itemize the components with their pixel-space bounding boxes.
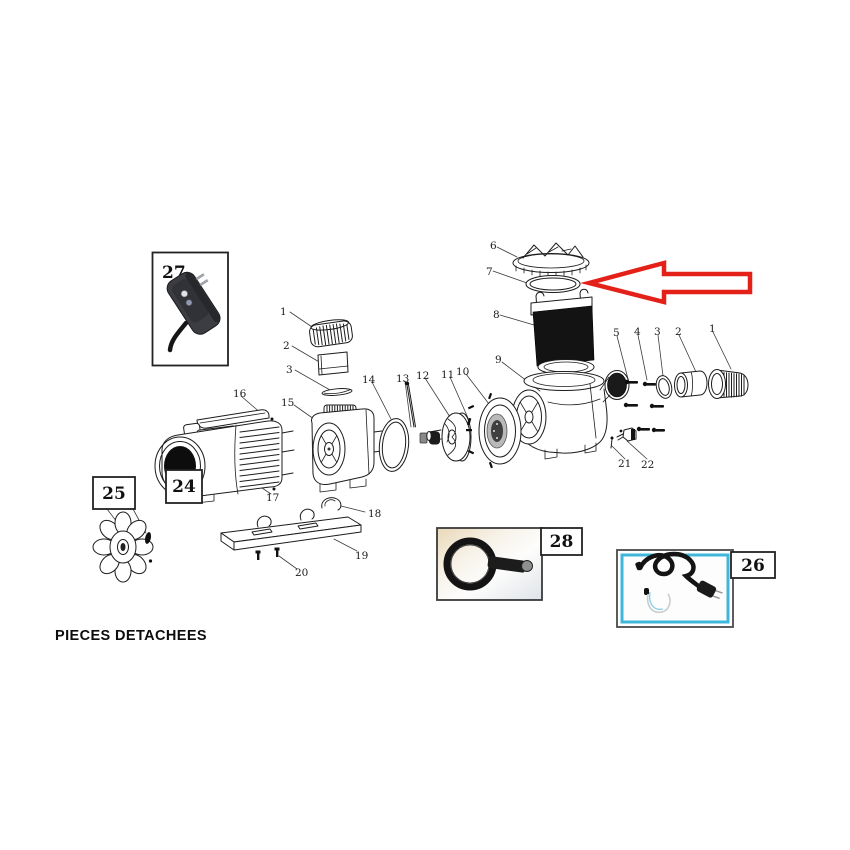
page-title: PIECES DETACHEES bbox=[55, 629, 275, 640]
impeller-drawing bbox=[426, 412, 472, 462]
flat-gasket-drawing bbox=[321, 388, 353, 396]
part-label-pin: 11 bbox=[441, 369, 454, 381]
gasket-photo bbox=[443, 537, 533, 591]
callout-label-28: 28 bbox=[550, 532, 574, 552]
callout-box-26: 26 bbox=[616, 549, 776, 628]
rear-housing-drawing bbox=[311, 404, 383, 493]
part-label-sleeve: 2 bbox=[675, 326, 682, 338]
fan-drawing bbox=[92, 511, 154, 583]
callout-box-28: 28 bbox=[436, 527, 583, 601]
callout-label-26: 26 bbox=[741, 556, 765, 576]
screw-pair-top bbox=[624, 379, 656, 387]
callout-label-25: 25 bbox=[102, 484, 126, 504]
part-label-motor-cover: 16 bbox=[233, 388, 247, 400]
callout-label-24: 24 bbox=[172, 477, 196, 497]
power-cord-photo bbox=[635, 551, 723, 614]
part-label-motor: 17 bbox=[266, 492, 279, 504]
part-label-drain-screw: 21 bbox=[618, 458, 631, 470]
large-oring-drawing bbox=[378, 418, 410, 472]
part-label-lid: 6 bbox=[490, 240, 497, 252]
part-label-small-oring: 3 bbox=[654, 326, 661, 338]
callout-box-25: 25 bbox=[92, 476, 136, 510]
part-label-square: 2 bbox=[283, 340, 290, 352]
base-plate-drawing bbox=[220, 497, 362, 560]
part-label-body: 9 bbox=[495, 354, 502, 366]
red-pointer-arrow bbox=[580, 260, 753, 305]
part-label-drain-plug: 22 bbox=[641, 459, 654, 471]
part-label-screw5: 5 bbox=[613, 327, 620, 339]
part-label-shaft-bolt: 13 bbox=[396, 373, 409, 385]
part-label-basket: 8 bbox=[493, 309, 500, 321]
leader-lines bbox=[106, 246, 732, 570]
strainer-basket-drawing bbox=[530, 288, 595, 375]
part-label-clamp: 18 bbox=[368, 508, 381, 520]
union-nut-drawing bbox=[708, 369, 749, 399]
part-label-base: 19 bbox=[355, 550, 368, 562]
callout-box-27: 27 bbox=[151, 251, 229, 367]
timer-plug-photo bbox=[166, 271, 221, 353]
part-label-cap: 1 bbox=[280, 306, 287, 318]
small-oring-drawing bbox=[655, 375, 673, 399]
part-label-lid-oring: 7 bbox=[486, 266, 493, 278]
part-label-screw4: 4 bbox=[634, 326, 641, 338]
part-label-large-oring: 14 bbox=[362, 374, 376, 386]
seal-plate-drawing bbox=[466, 392, 522, 469]
lid-drawing bbox=[512, 242, 590, 278]
part-number-labels: 1 2 3 15 14 13 12 11 10 6 7 8 9 5 4 3 2 … bbox=[233, 240, 716, 579]
cap-parts-drawing bbox=[309, 319, 353, 396]
drain-plug-drawing bbox=[610, 427, 637, 449]
part-label-gasket: 3 bbox=[286, 364, 293, 376]
part-label-base-screws: 20 bbox=[295, 567, 308, 579]
union-fittings-drawing bbox=[610, 369, 749, 449]
page-title-text: PIECES DETACHEES bbox=[55, 629, 207, 640]
part-label-seal-plate: 10 bbox=[456, 366, 469, 378]
part-label-union-nut: 1 bbox=[709, 323, 716, 335]
callout-box-24: 24 bbox=[165, 469, 203, 504]
adapter-sleeve-drawing bbox=[674, 370, 708, 398]
part-label-housing: 15 bbox=[281, 397, 294, 409]
screw-pair-middle bbox=[623, 402, 664, 409]
lid-oring-drawing bbox=[525, 275, 581, 293]
ribbed-cap-drawing bbox=[309, 319, 353, 348]
screw-pair-bottom bbox=[636, 426, 665, 433]
shaft-bolt-drawing bbox=[404, 381, 440, 445]
part-label-impeller: 12 bbox=[416, 370, 429, 382]
